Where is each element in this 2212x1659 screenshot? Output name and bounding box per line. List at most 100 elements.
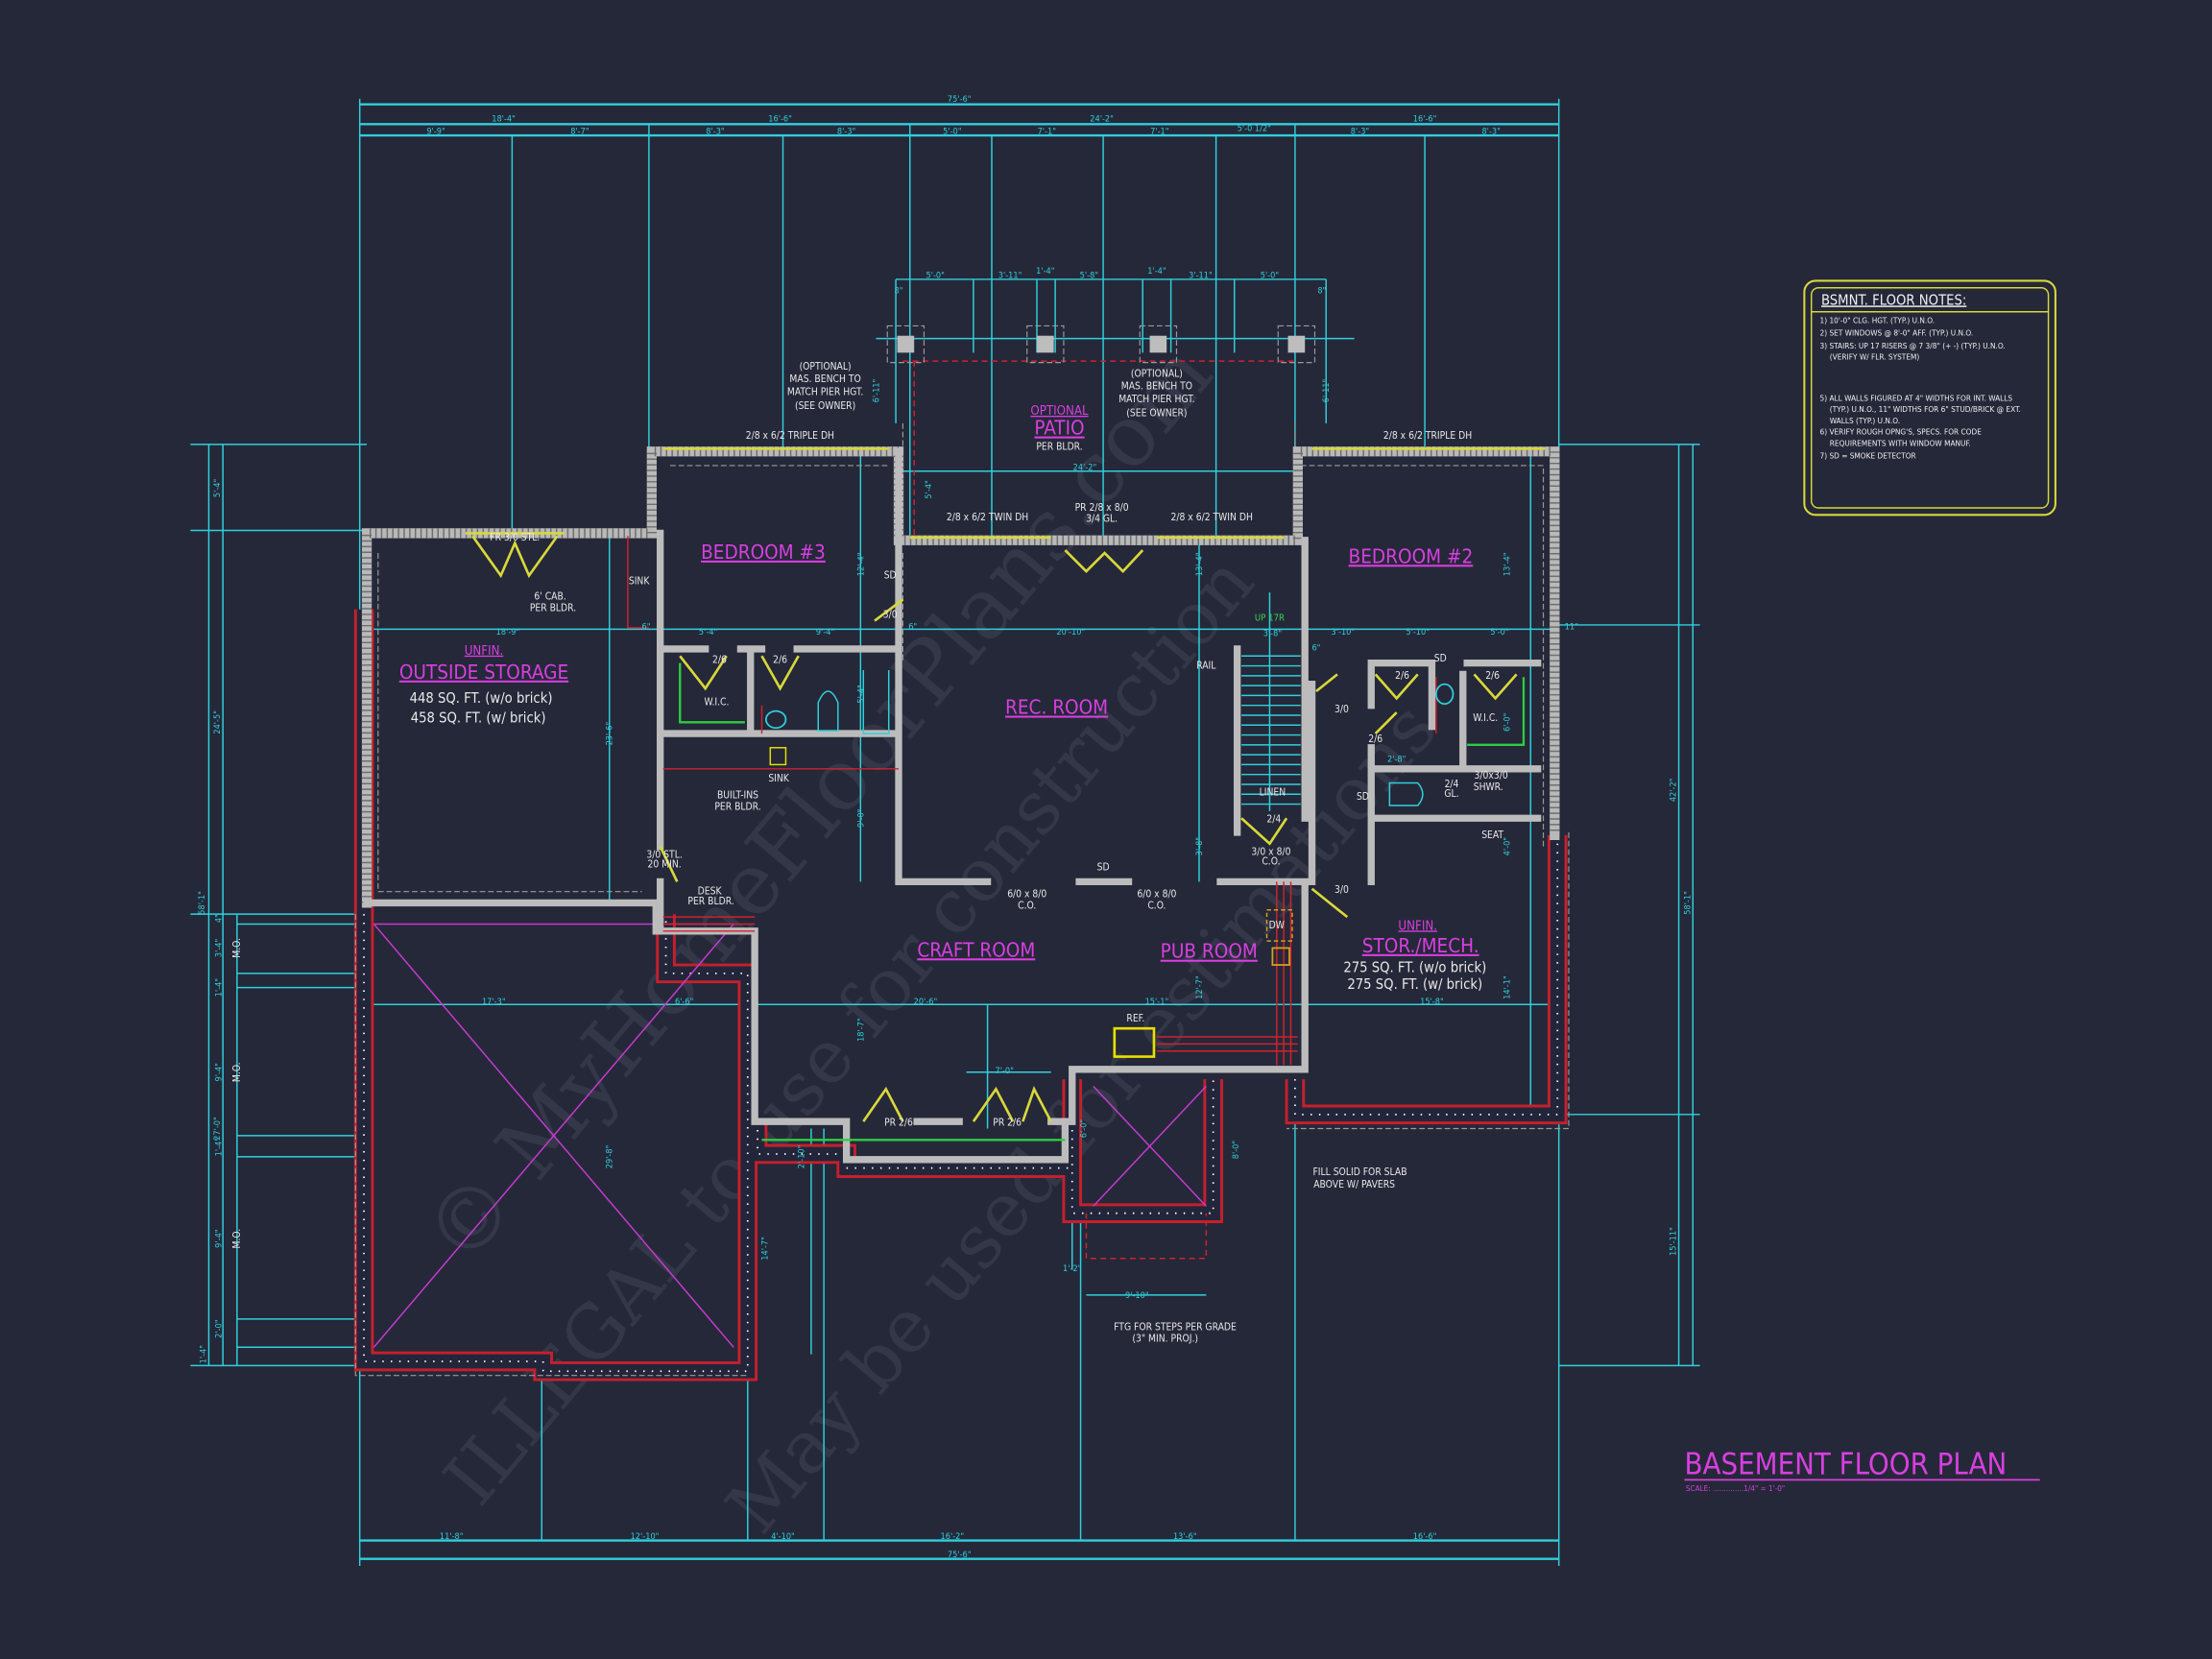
note-line: (VERIFY W/ FLR. SYSTEM)	[1830, 352, 1920, 362]
dimension-label: 12'-10"	[631, 1532, 660, 1542]
annotation-label: 20 MIN.	[647, 859, 681, 871]
dimension-label: 13'-4"	[1195, 552, 1205, 576]
dimension-label: 1'-4"	[215, 978, 225, 997]
dimension-label: 4"	[215, 914, 225, 923]
room-label: OPTIONAL	[1030, 404, 1089, 419]
room-label: BEDROOM #2	[1349, 544, 1474, 567]
dimension-label: 5'-0"	[943, 128, 961, 137]
dimension-label: 5'-4"	[925, 480, 934, 498]
annotation-label: MAS. BENCH TO	[1121, 381, 1192, 393]
room-label: CRAFT ROOM	[917, 938, 1035, 961]
annotation-label: GL.	[1444, 788, 1458, 800]
dimension-label: 5'-0"	[1490, 628, 1508, 637]
dimension-label: 2'-8"	[1387, 755, 1406, 764]
doors-windows	[465, 446, 1545, 1142]
annotation-label: C.O.	[1018, 900, 1036, 911]
annotation-label: 6/0 x 8/0	[1007, 889, 1046, 901]
note-line: WALLS (TYP.) U.N.O.	[1830, 416, 1900, 425]
dimension-label: 27'-0"	[213, 1117, 223, 1141]
dimension-label: 18'-4"	[492, 114, 516, 124]
annotation-label: M.O.	[231, 938, 243, 958]
dimension-label: 3'-8"	[1195, 837, 1205, 855]
room-label: LINEN	[1260, 787, 1286, 799]
dimension-label: 9'-0"	[856, 809, 866, 828]
annotation-label: (OPTIONAL)	[1131, 368, 1183, 379]
annotation-label: 3/0	[1334, 704, 1349, 715]
annotation-label: MATCH PIER HGT.	[787, 386, 863, 397]
room-label: UNFIN.	[1398, 919, 1437, 933]
annotation-label: 2/8 x 6/2 TRIPLE DH	[746, 430, 834, 442]
note-line: REQUIREMENTS WITH WINDOW MANUF.	[1830, 438, 1971, 447]
annotation-label: (3" MIN. PROJ.)	[1132, 1333, 1198, 1344]
drawing-title: BASEMENT FLOOR PLAN	[1684, 1448, 2007, 1482]
annotation-label: 3/4 GL.	[1086, 514, 1118, 525]
dimension-label: 24'-5"	[213, 710, 223, 734]
room-label: UNFIN.	[465, 644, 504, 659]
room-label: OUTSIDE STORAGE	[399, 661, 568, 684]
dimension-label: 15'-8"	[1420, 998, 1444, 1007]
notes-heading: BSMNT. FLOOR NOTES:	[1821, 292, 1966, 308]
annotation-label: 2/6	[1395, 670, 1409, 682]
dimension-label: 8'-3"	[706, 128, 724, 137]
annotation-label: SD	[884, 569, 897, 581]
dimension-label: 5'-4"	[699, 628, 717, 637]
annotation-label: M.O.	[231, 1062, 243, 1082]
dimension-label: 5'-0"	[1261, 271, 1279, 280]
dimension-label: 16'-6"	[1413, 114, 1437, 124]
room-label: UP 17R	[1255, 613, 1285, 624]
dimension-label: 8"	[895, 287, 903, 297]
dimension-label: 6'-11"	[1322, 379, 1332, 403]
dimension-label: 58'-1"	[198, 891, 207, 915]
dimension-label: 1'-4"	[1147, 267, 1166, 276]
dimension-label: 5'-0 1/2"	[1238, 125, 1271, 134]
note-line: 5) ALL WALLS FIGURED AT 4" WIDTHS FOR IN…	[1820, 393, 2013, 402]
room-label: W.I.C.	[1473, 712, 1498, 724]
annotation-label: C.O.	[1147, 900, 1166, 911]
dimension-label: 4'-10"	[771, 1532, 795, 1542]
dimension-label: 5'-4"	[213, 479, 223, 497]
dimension-label: 16'-6"	[1413, 1532, 1437, 1542]
annotation-label: SD	[1097, 862, 1110, 874]
room-label: 448 SQ. FT. (w/o brick)	[410, 690, 553, 707]
annotation-label: MAS. BENCH TO	[789, 373, 860, 385]
dimension-label: 14'-1"	[1503, 975, 1512, 999]
dimension-label: 9'-9"	[426, 128, 445, 137]
dimension-label: 18'-9"	[496, 628, 520, 637]
dimension-label: 2'-10"	[798, 1145, 807, 1169]
dimension-label: 6"	[641, 622, 650, 632]
dimension-label: 6'-0"	[1503, 713, 1512, 732]
note-line: 7) SD = SMOKE DETECTOR	[1820, 451, 1916, 461]
foundation-walls	[353, 360, 1570, 1382]
dimension-label: 1'-2"	[1063, 1264, 1081, 1274]
dimension-label: 16'-2"	[941, 1532, 965, 1542]
dimension-label: 3'-4"	[215, 939, 225, 957]
dimension-label: 24'-2"	[1073, 463, 1097, 472]
dimension-label: 3'-10"	[1332, 628, 1356, 637]
dimension-label: 11'-8"	[440, 1532, 464, 1542]
room-label: REC. ROOM	[1005, 696, 1108, 719]
note-line: 1) 10'-0" CLG. HGT. (TYP.) U.N.O.	[1820, 315, 1936, 325]
dimension-label: 75'-6"	[948, 95, 972, 105]
dimension-label: 5'-10"	[1406, 628, 1430, 637]
note-line: 2) SET WINDOWS @ 8'-0" AFF. (TYP.) U.N.O…	[1820, 328, 1974, 338]
annotation-label: FR 3/0 STL.	[490, 532, 540, 543]
dimension-label: 58'-1"	[1683, 891, 1693, 915]
dimension-label: 11"	[1565, 622, 1578, 632]
room-label: BEDROOM #3	[701, 541, 826, 564]
note-line: 3) STAIRS: UP 17 RISERS @ 7 3/8" (+ -) (…	[1820, 341, 2006, 350]
dimension-label: 12'-7"	[1195, 975, 1205, 999]
dimension-label: 7'-0"	[996, 1067, 1014, 1076]
annotation-label: PR 2/8 x 8/0	[1075, 502, 1129, 514]
annotation-label: 2/6	[773, 655, 787, 666]
dimension-label: 75'-6"	[948, 1551, 972, 1560]
dimension-label: 5'-8"	[1080, 271, 1098, 280]
annotation-label: M.O.	[231, 1229, 243, 1249]
annotation-label: C.O.	[1262, 856, 1280, 868]
dimension-label: 8'-0"	[1232, 1141, 1241, 1159]
dimension-label: 20'-6"	[914, 998, 938, 1007]
dimension-label: 6"	[1311, 643, 1320, 653]
annotation-label: SINK	[629, 575, 650, 587]
dimension-label: 5'-0"	[926, 271, 945, 280]
dimension-label: 6'-0"	[1079, 1119, 1089, 1138]
